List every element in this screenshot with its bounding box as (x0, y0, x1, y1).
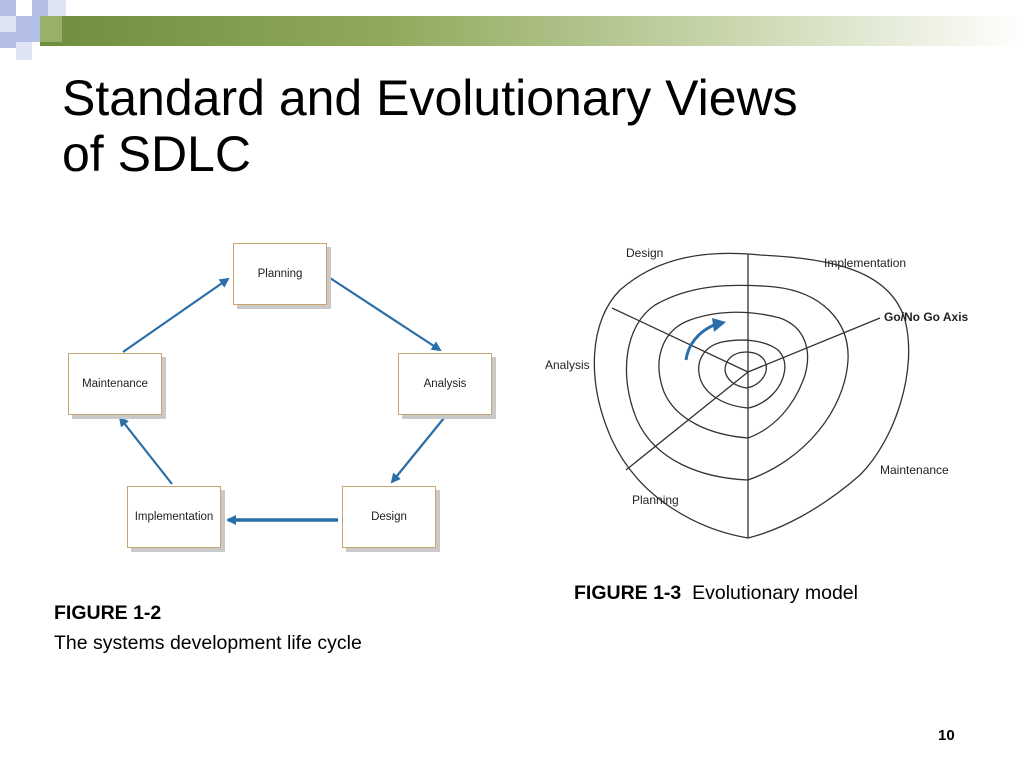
figure-1-3-text: Evolutionary model (692, 582, 858, 604)
spiral-ring-2 (625, 284, 849, 481)
spiral-axis-go-no-go (747, 317, 881, 373)
spiral-outer-ring (593, 252, 910, 539)
spiral-ring-4 (698, 339, 786, 409)
node-implementation-label: Implementation (134, 511, 214, 523)
deco-square (16, 0, 32, 16)
spiral-axis-planning (625, 371, 749, 471)
spiral-arrowhead-icon (712, 318, 726, 332)
node-design-label: Design (371, 511, 407, 523)
spiral-label-planning: Planning (632, 493, 679, 507)
spiral-ring-5 (724, 351, 767, 389)
spiral-label-go-no-go: Go/No Go Axis (884, 310, 969, 324)
spiral-label-implementation: Implementation (824, 256, 906, 270)
deco-square (40, 16, 62, 42)
node-implementation: Implementation (127, 486, 221, 548)
node-analysis-label: Analysis (423, 378, 467, 390)
node-planning: Planning (233, 243, 327, 305)
spiral-axis-analysis (611, 307, 749, 373)
page-number: 10 (938, 727, 955, 744)
node-analysis: Analysis (398, 353, 492, 415)
title-line-1: Standard and Evolutionary Views (62, 70, 798, 126)
figure-1-2-caption: FIGURE 1-2 The systems development life … (54, 598, 362, 658)
spiral-label-analysis: Analysis (545, 358, 590, 372)
figure-1-2-text: The systems development life cycle (54, 632, 362, 654)
deco-square (0, 16, 16, 32)
deco-square (32, 0, 48, 16)
node-design: Design (342, 486, 436, 548)
deco-square (16, 42, 32, 60)
title-line-2: of SDLC (62, 126, 251, 182)
deco-square (0, 32, 16, 48)
spiral-label-design: Design (626, 246, 663, 260)
header-decoration (0, 0, 1024, 60)
header-band (40, 16, 1024, 46)
deco-square (0, 0, 16, 16)
spiral-direction-arrow (684, 323, 715, 361)
slide-title: Standard and Evolutionary Views of SDLC (62, 70, 962, 182)
figure-1-3-label: FIGURE 1-3 (574, 582, 682, 604)
figure-1-2-label: FIGURE 1-2 (54, 602, 162, 624)
node-maintenance-label: Maintenance (82, 378, 148, 390)
spiral-ring-3 (658, 311, 809, 439)
node-maintenance: Maintenance (68, 353, 162, 415)
figure-1-3-caption: FIGURE 1-3 Evolutionary model (574, 582, 858, 605)
deco-square (48, 0, 66, 16)
spiral-label-maintenance: Maintenance (880, 463, 949, 477)
deco-square (16, 16, 40, 42)
node-planning-label: Planning (257, 268, 303, 280)
